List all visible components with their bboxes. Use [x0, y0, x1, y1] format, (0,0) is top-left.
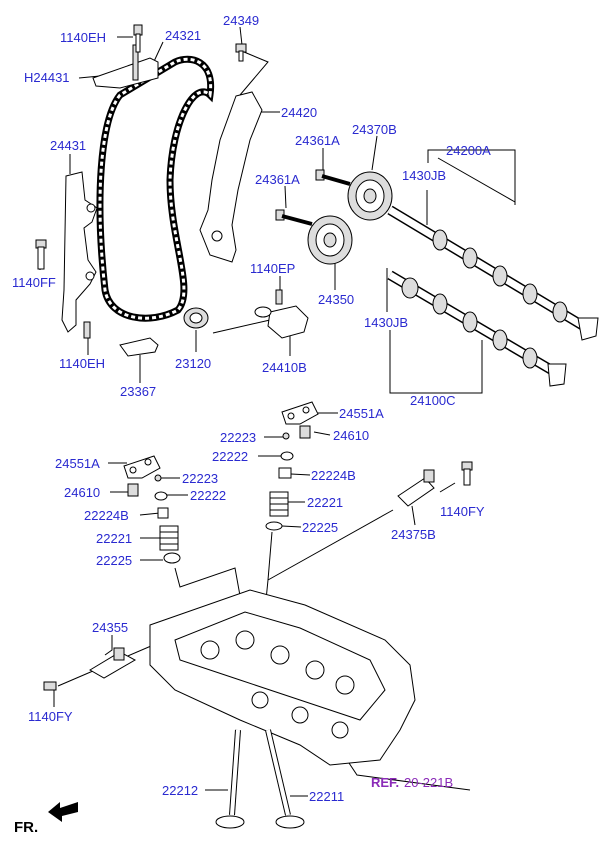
- spring-22221-upper: [269, 491, 289, 517]
- ocv-24375b: [397, 469, 435, 507]
- cam-sprocket-24350: [307, 215, 353, 265]
- part-labels: 1140EH 24321 24349 H24431 24420 24431 24…: [12, 13, 491, 804]
- label-24375b: 24375B: [391, 527, 436, 542]
- label-24361a-1: 24361A: [295, 133, 340, 148]
- retainer-22222-upper: [280, 451, 294, 461]
- label-23120: 23120: [175, 356, 211, 371]
- label-24610-2: 24610: [64, 485, 100, 500]
- reference-link[interactable]: REF. 20-221B: [371, 775, 453, 790]
- seal-22225-upper: [265, 521, 283, 531]
- label-1140ff: 1140FF: [12, 275, 56, 290]
- label-24551a-1: 24551A: [339, 406, 384, 421]
- label-24200a: 24200A: [446, 143, 491, 158]
- cylinder-head: [149, 589, 416, 766]
- chain-tensioner-arm-24420: [199, 91, 263, 263]
- label-24350: 24350: [318, 292, 354, 307]
- label-1430jb-2: 1430JB: [364, 315, 408, 330]
- cam-sprocket-24370b: [347, 171, 393, 221]
- seat-22224b-upper: [278, 467, 292, 479]
- bolt-24361a-2: [275, 209, 313, 226]
- bolt-1140fy-right: [461, 461, 473, 486]
- label-22222-2: 22222: [190, 488, 226, 503]
- label-24100c: 24100C: [410, 393, 456, 408]
- chain-guide-23367: [83, 321, 159, 357]
- label-22224b-2: 22224B: [84, 508, 129, 523]
- label-22221-1: 22221: [307, 495, 343, 510]
- label-24420: 24420: [281, 105, 317, 120]
- label-24410b: 24410B: [262, 360, 307, 375]
- camshaft-24100c: [387, 270, 567, 387]
- label-24355: 24355: [92, 620, 128, 635]
- label-1140fy-1: 1140FY: [440, 504, 485, 519]
- chain-guide-24431: [61, 171, 98, 333]
- spring-22221-lower: [159, 525, 179, 551]
- retainer-22222-lower: [154, 491, 168, 501]
- seat-22224b-lower: [157, 507, 169, 519]
- label-24610-1: 24610: [333, 428, 369, 443]
- camshaft-24200a: [387, 205, 599, 341]
- label-22212: 22212: [162, 783, 198, 798]
- label-22222-1: 22222: [212, 449, 248, 464]
- rocker-arm-24551a-upper: [281, 401, 319, 425]
- label-24370b: 24370B: [352, 122, 397, 137]
- valve-22212: [215, 729, 245, 829]
- label-22223-2: 22223: [182, 471, 218, 486]
- valve-22211: [265, 729, 305, 829]
- ref-prefix: REF.: [371, 775, 399, 790]
- front-label: FR.: [14, 819, 38, 836]
- rocker-arm-24551a-lower: [123, 455, 161, 479]
- bolt-1140eh-top: [133, 24, 143, 53]
- tensioner-24410b: [254, 289, 309, 339]
- retainer-22223-upper: [282, 432, 290, 440]
- label-24431: 24431: [50, 138, 86, 153]
- bolt-24349: [235, 43, 247, 62]
- bolt-1140ff: [35, 239, 47, 270]
- label-22211: 22211: [309, 789, 344, 804]
- label-22221-2: 22221: [96, 531, 132, 546]
- crank-sprocket-23120: [183, 307, 209, 329]
- label-24321: 24321: [165, 28, 201, 43]
- retainer-22223-lower: [154, 474, 162, 482]
- label-1140ep: 1140EP: [250, 261, 295, 276]
- timing-chain: [96, 55, 215, 322]
- label-h24431: H24431: [24, 70, 70, 85]
- label-1140eh-bottom: 1140EH: [59, 356, 105, 371]
- ocv-24355: [89, 647, 137, 679]
- hla-24610-upper: [299, 425, 311, 439]
- chain-guide-bracket-h24431: [92, 44, 159, 89]
- label-24349: 24349: [223, 13, 259, 28]
- ref-value: 20-221B: [404, 775, 453, 790]
- label-1430jb-1: 1430JB: [402, 168, 446, 183]
- label-23367: 23367: [120, 384, 156, 399]
- bolt-1140fy-left: [43, 681, 57, 691]
- label-1140eh-top: 1140EH: [60, 30, 106, 45]
- label-22225-2: 22225: [96, 553, 132, 568]
- label-22223-1: 22223: [220, 430, 256, 445]
- front-arrow-icon: [48, 802, 78, 822]
- bolt-24361a-1: [315, 169, 351, 186]
- label-22224b-1: 22224B: [311, 468, 356, 483]
- seal-22225-lower: [163, 552, 181, 564]
- label-1140fy-2: 1140FY: [28, 709, 73, 724]
- label-24551a-2: 24551A: [55, 456, 100, 471]
- hla-24610-lower: [127, 483, 139, 497]
- label-24361a-2: 24361A: [255, 172, 300, 187]
- label-22225-1: 22225: [302, 520, 338, 535]
